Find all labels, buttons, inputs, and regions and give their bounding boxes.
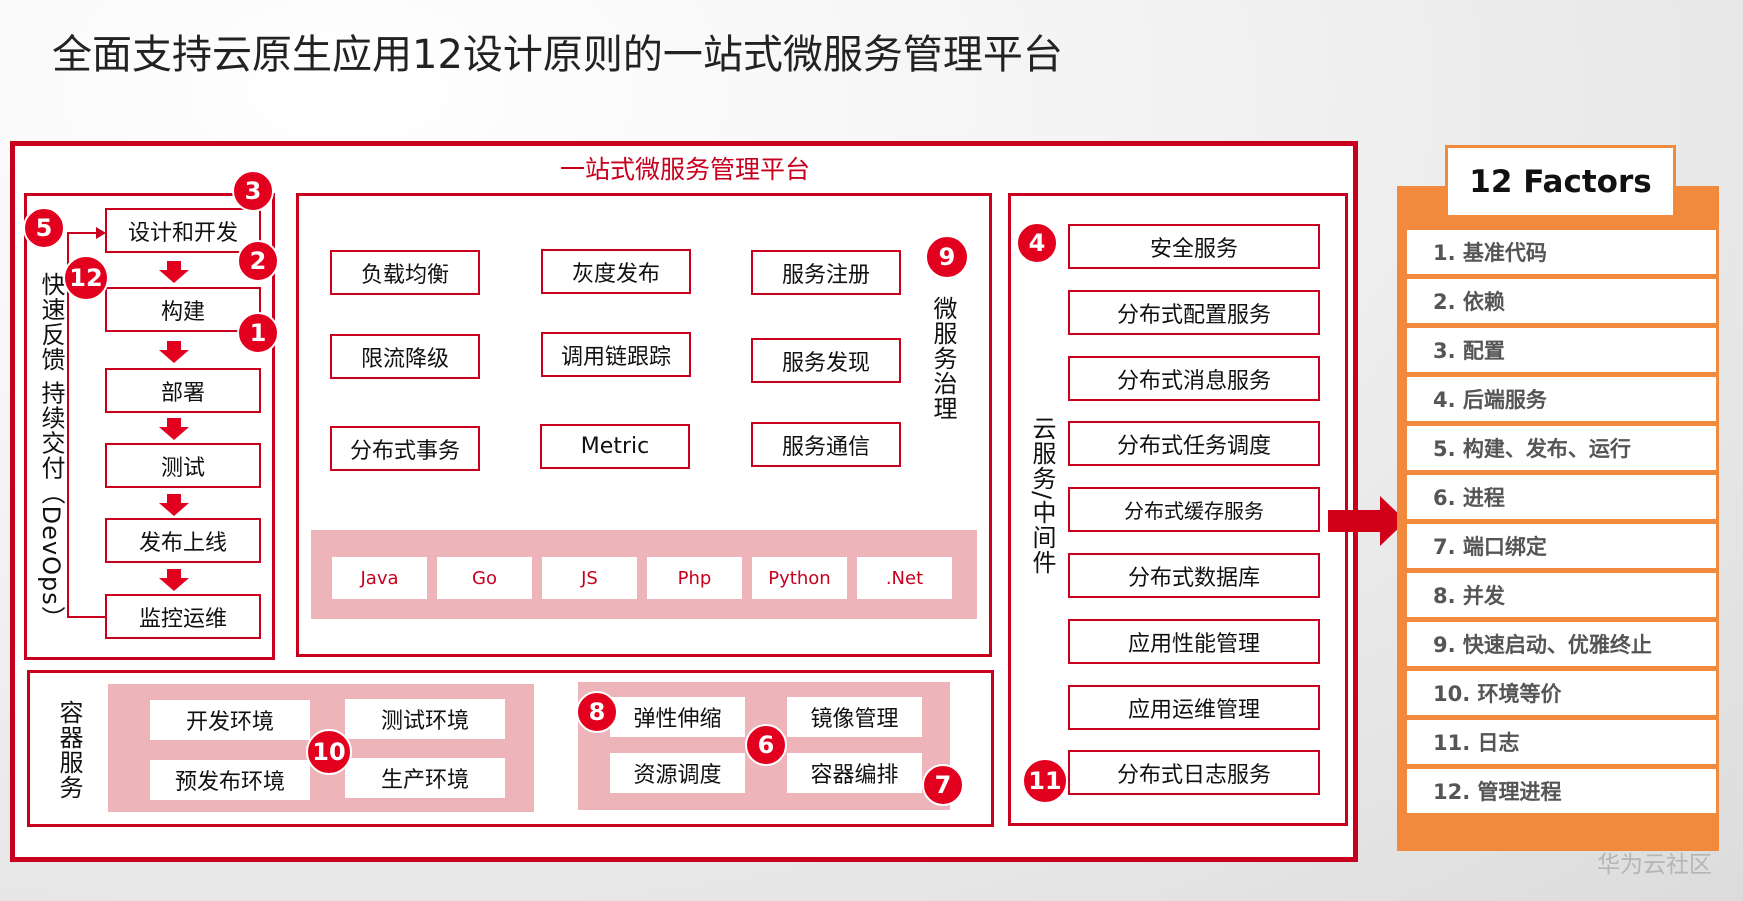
step-design-dev: 设计和开发 (105, 208, 261, 253)
platform-title: 一站式微服务管理平台 (560, 155, 811, 184)
factor-item: 4. 后端服务 (1407, 377, 1716, 421)
watermark: 华为云社区 (1597, 852, 1712, 878)
governance-rate-limiting: 限流降级 (330, 334, 480, 379)
governance-metric: Metric (540, 424, 690, 469)
env-dev: 开发环境 (150, 700, 310, 740)
page-title: 全面支持云原生应用12设计原则的一站式微服务管理平台 (52, 32, 1063, 78)
badge-3: 3 (232, 170, 274, 212)
badge-8: 8 (576, 691, 618, 733)
factor-item: 10. 环境等价 (1407, 671, 1716, 715)
right-arrow-icon (1328, 496, 1406, 546)
factors-title: 12 Factors (1445, 145, 1676, 215)
governance-service-registry: 服务注册 (751, 250, 901, 295)
env-staging: 预发布环境 (150, 760, 310, 800)
env-production: 生产环境 (345, 758, 505, 798)
factor-item: 1. 基准代码 (1407, 230, 1716, 274)
middleware-apm: 应用性能管理 (1068, 619, 1320, 664)
devops-label: 快速反馈 持续交付（DevOps） (37, 272, 65, 631)
governance-canary-release: 灰度发布 (541, 249, 691, 294)
middleware-app-ops: 应用运维管理 (1068, 685, 1320, 730)
middleware-messaging: 分布式消息服务 (1068, 356, 1320, 401)
badge-1: 1 (237, 312, 279, 354)
middleware-logging: 分布式日志服务 (1068, 750, 1320, 795)
factor-item: 7. 端口绑定 (1407, 524, 1716, 568)
badge-5: 5 (23, 207, 65, 249)
middleware-cache: 分布式缓存服务 (1068, 487, 1320, 532)
factor-item: 12. 管理进程 (1407, 769, 1716, 813)
middleware-label: 云服务/中间件 (1028, 416, 1056, 576)
capability-image-management: 镜像管理 (787, 697, 922, 737)
language-js: JS (542, 557, 637, 599)
down-arrow-icon (159, 569, 189, 591)
factor-item: 5. 构建、发布、运行 (1407, 426, 1716, 470)
factor-item: 9. 快速启动、优雅终止 (1407, 622, 1716, 666)
step-monitor: 监控运维 (105, 594, 261, 639)
badge-12: 12 (63, 255, 109, 301)
factor-item: 6. 进程 (1407, 475, 1716, 519)
language-php: Php (647, 557, 742, 599)
governance-load-balancing: 负载均衡 (330, 250, 480, 295)
governance-call-tracing: 调用链跟踪 (541, 332, 691, 377)
governance-service-discovery: 服务发现 (751, 338, 901, 383)
badge-6: 6 (745, 724, 787, 766)
governance-label: 微服务治理 (929, 296, 957, 421)
down-arrow-icon (159, 341, 189, 363)
down-arrow-icon (159, 494, 189, 516)
middleware-database: 分布式数据库 (1068, 553, 1320, 598)
governance-service-communication: 服务通信 (751, 422, 901, 467)
step-deploy: 部署 (105, 368, 261, 413)
badge-4: 4 (1016, 222, 1058, 264)
factor-item: 11. 日志 (1407, 720, 1716, 764)
badge-2: 2 (237, 240, 279, 282)
down-arrow-icon (159, 418, 189, 440)
factor-item: 8. 并发 (1407, 573, 1716, 617)
factor-item: 3. 配置 (1407, 328, 1716, 372)
middleware-security: 安全服务 (1068, 224, 1320, 269)
capability-autoscaling: 弹性伸缩 (610, 697, 745, 737)
middleware-task-scheduling: 分布式任务调度 (1068, 421, 1320, 466)
step-test: 测试 (105, 443, 261, 488)
capability-orchestration: 容器编排 (787, 753, 922, 793)
middleware-config: 分布式配置服务 (1068, 290, 1320, 335)
badge-7: 7 (922, 764, 964, 806)
step-build: 构建 (105, 287, 261, 332)
badge-10: 10 (306, 729, 352, 775)
language-python: Python (752, 557, 847, 599)
feedback-loop-arrow (67, 227, 106, 618)
env-test: 测试环境 (345, 699, 505, 739)
language-java: Java (332, 557, 427, 599)
badge-11: 11 (1022, 758, 1068, 804)
capability-resource-scheduling: 资源调度 (610, 753, 745, 793)
language-go: Go (437, 557, 532, 599)
factor-item: 2. 依赖 (1407, 279, 1716, 323)
language-dotnet: .Net (857, 557, 952, 599)
step-release: 发布上线 (105, 518, 261, 563)
down-arrow-icon (159, 261, 189, 283)
governance-distributed-transaction: 分布式事务 (330, 426, 480, 471)
container-label: 容器服务 (55, 700, 83, 800)
badge-9: 9 (925, 235, 969, 279)
